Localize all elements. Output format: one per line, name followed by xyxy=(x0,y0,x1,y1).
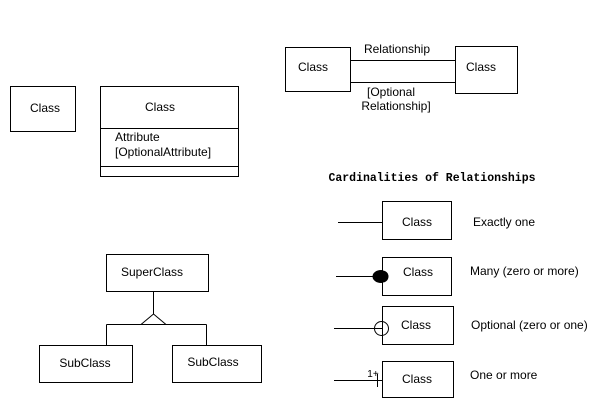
cardinality-class-name-one-or-more: Class xyxy=(402,372,432,386)
standalone-class: Class xyxy=(10,86,76,132)
one-or-more-marker-label: 1+ xyxy=(367,369,379,380)
relationship-left-class-name: Class xyxy=(298,60,328,74)
relationship-right-class-name: Class xyxy=(466,60,496,74)
relationship-label: Relationship xyxy=(364,42,430,56)
relationship-example: Class Class Relationship [Optional Relat… xyxy=(285,42,518,113)
optional-relationship-label-line1: [Optional xyxy=(367,85,415,99)
cardinality-class-box-one-or-more xyxy=(382,361,454,398)
cardinality-class-box-many xyxy=(382,257,452,296)
subclass-name-right: SubClass xyxy=(187,355,238,369)
detailed-class-attribute: Attribute xyxy=(115,130,160,144)
relationship-left-class-box xyxy=(285,47,351,92)
superclass-box xyxy=(106,254,209,292)
cardinality-row-exactly-one: Class Exactly one xyxy=(338,201,535,240)
detailed-class: Class Attribute [OptionalAttribute] xyxy=(100,86,239,177)
cardinality-class-box-exactly-one xyxy=(382,201,452,240)
inheritance-fork-marker xyxy=(140,313,167,325)
optional-relationship-label-line2: Relationship] xyxy=(361,99,430,113)
cardinality-description-one-or-more: One or more xyxy=(470,368,538,382)
cardinality-row-one-or-more: 1+ Class One or more xyxy=(334,361,538,398)
superclass-name: SuperClass xyxy=(121,265,183,279)
cardinalities-title: Cardinalities of Relationships xyxy=(328,172,535,185)
filled-circle-marker-fill xyxy=(376,270,389,283)
cardinality-class-name-many: Class xyxy=(403,265,433,279)
standalone-class-box xyxy=(10,86,76,132)
detailed-class-box xyxy=(100,86,239,177)
cardinality-class-name-exactly-one: Class xyxy=(402,215,432,229)
cardinality-row-optional: Class Optional (zero or one) xyxy=(334,306,588,345)
detailed-class-optional-attribute: [OptionalAttribute] xyxy=(115,145,211,159)
relationship-right-class-box xyxy=(455,46,518,94)
cardinality-row-many: Class Many (zero or more) xyxy=(336,257,579,296)
cardinality-class-name-optional: Class xyxy=(401,318,431,332)
cardinality-description-exactly-one: Exactly one xyxy=(473,215,535,229)
cardinalities-section: Cardinalities of Relationships Class Exa… xyxy=(328,172,588,398)
subclass-name-left: SubClass xyxy=(59,356,110,370)
inheritance-example: SuperClass SubClass SubClass xyxy=(39,254,262,383)
subclass-box-right xyxy=(172,345,262,383)
cardinality-description-many: Many (zero or more) xyxy=(470,264,579,278)
detailed-class-name: Class xyxy=(145,100,175,114)
cardinality-class-box-optional xyxy=(382,306,454,345)
hollow-circle-marker xyxy=(374,321,389,336)
subclass-box-left xyxy=(39,345,133,383)
standalone-class-name: Class xyxy=(30,101,60,115)
cardinality-description-optional: Optional (zero or one) xyxy=(471,318,588,332)
